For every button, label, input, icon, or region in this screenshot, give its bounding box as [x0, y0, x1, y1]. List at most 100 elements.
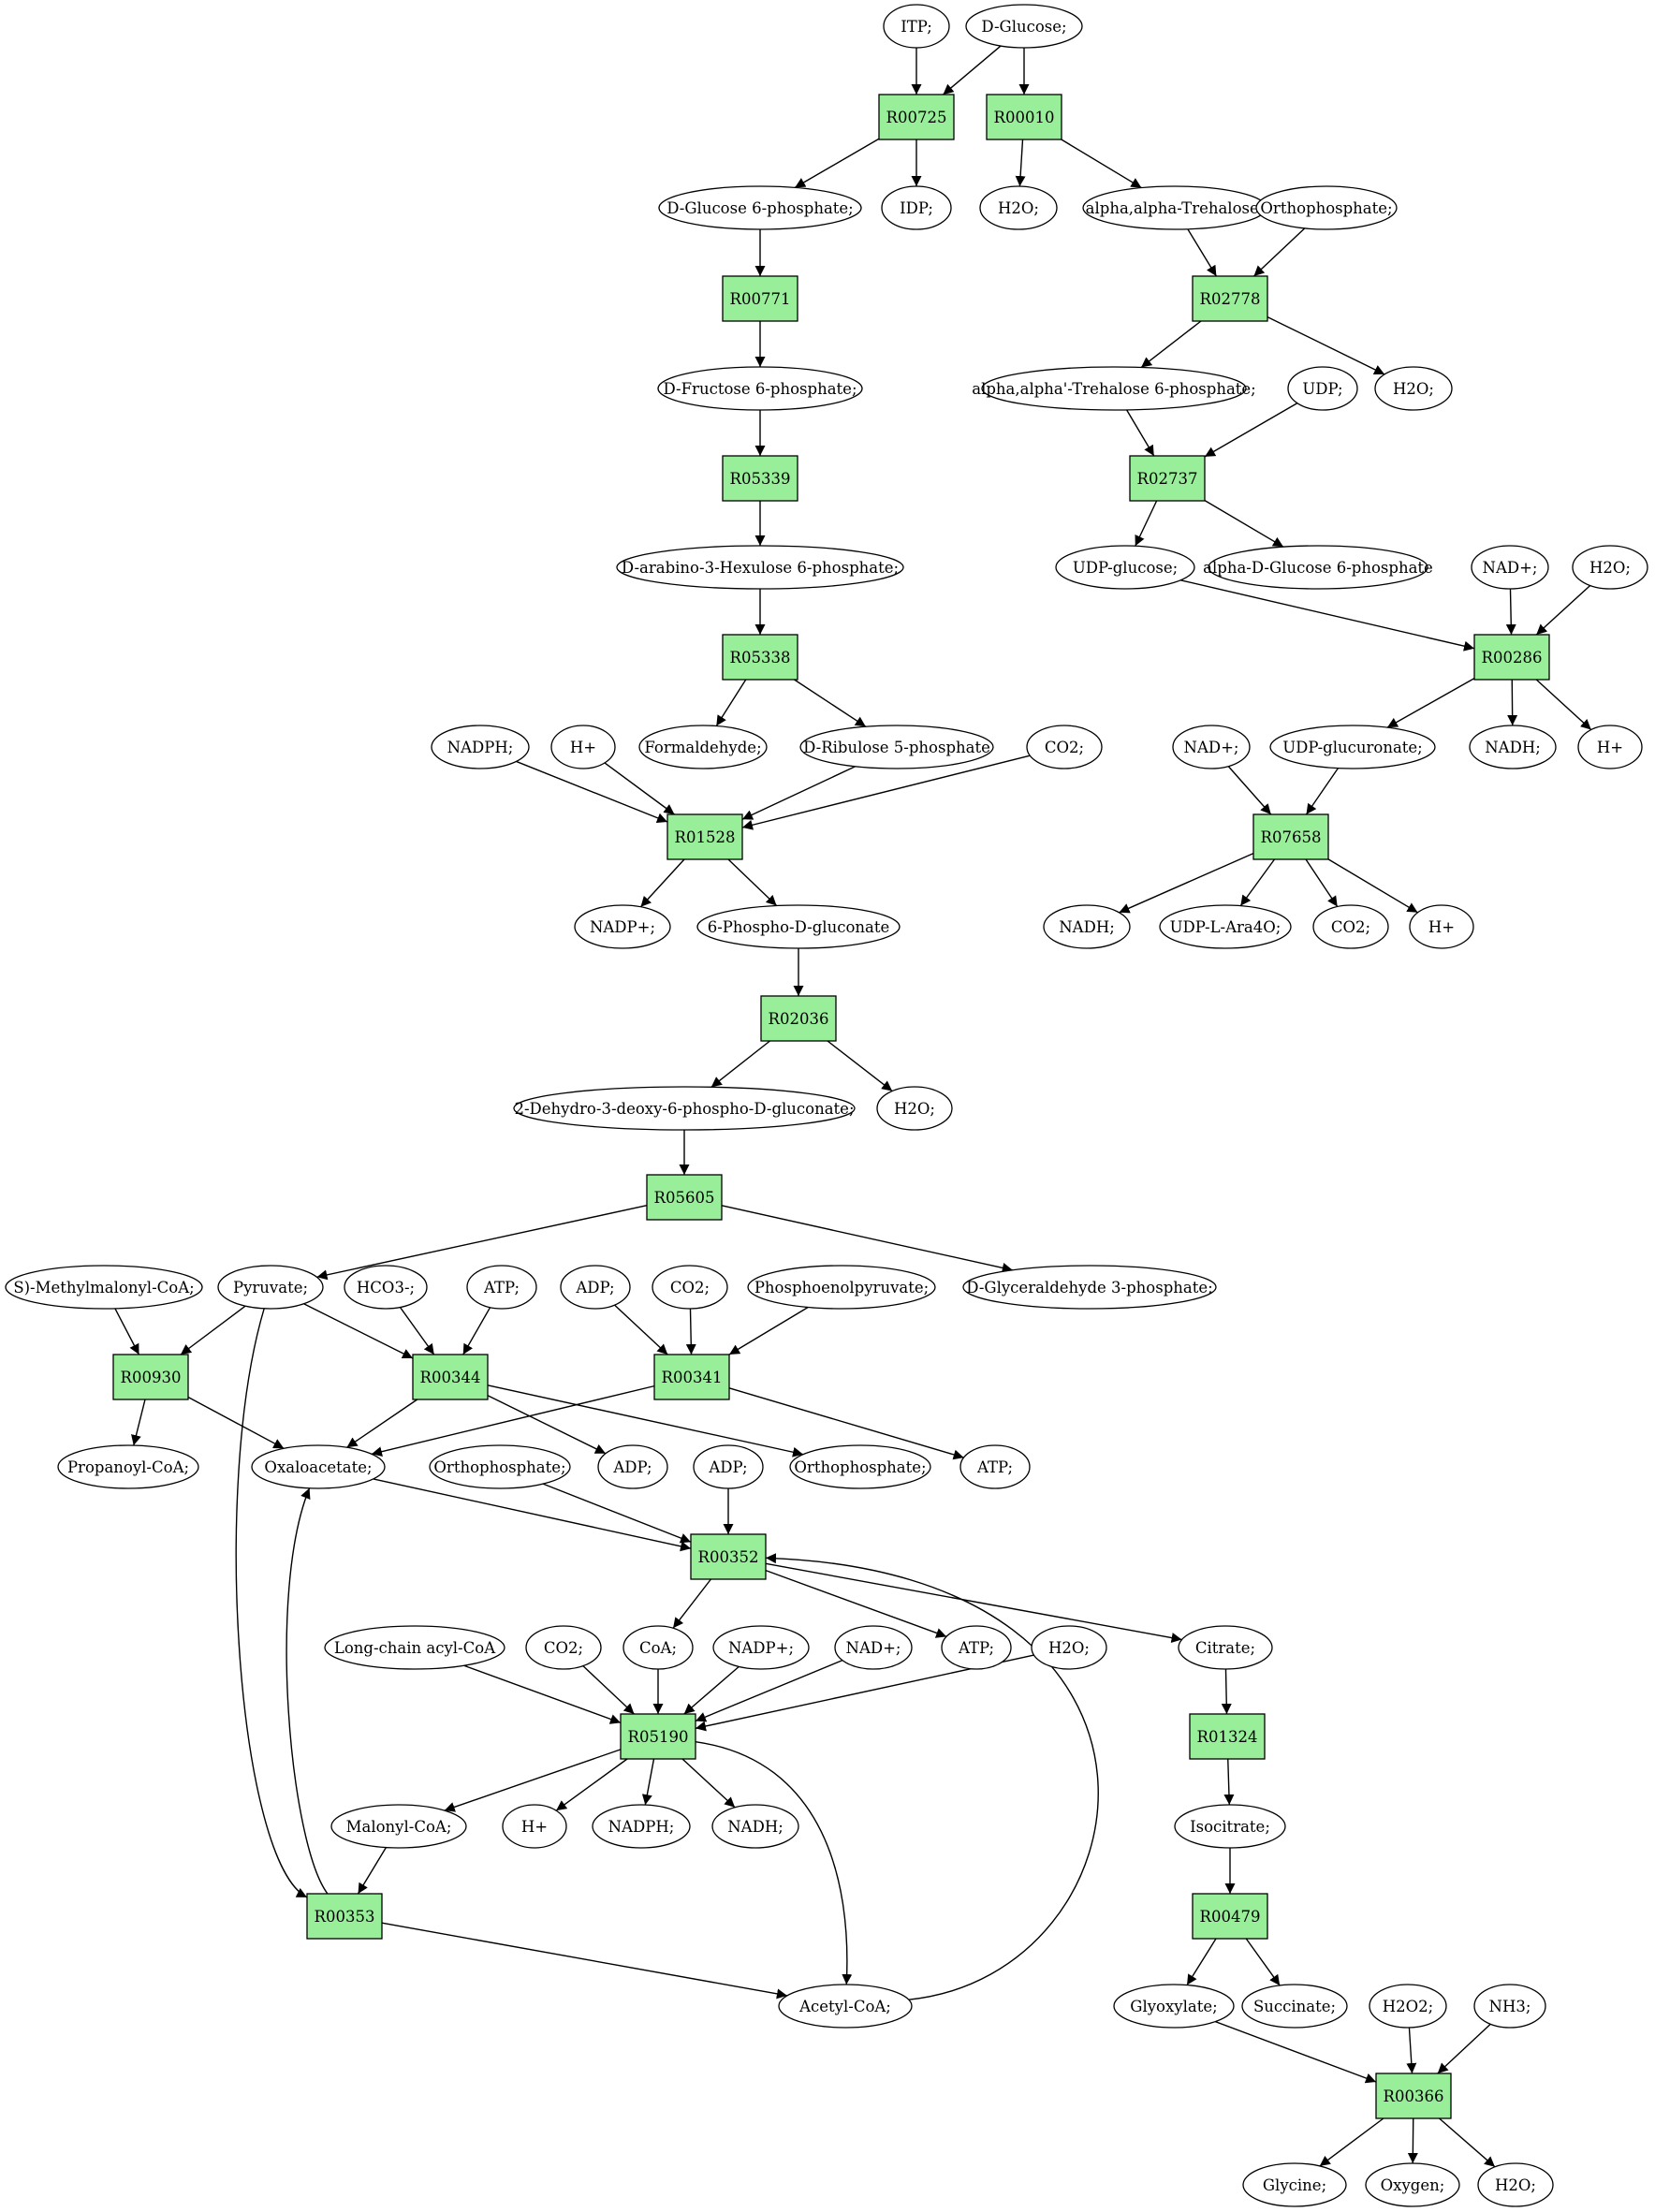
compound-node-coa[interactable]: CoA; — [622, 1625, 694, 1670]
compound-node-nh3[interactable]: NH3; — [1473, 1984, 1546, 2029]
reaction-node-r05339[interactable]: R05339 — [722, 455, 798, 502]
compound-node-g6p[interactable]: D-Glucose 6-phosphate; — [658, 185, 862, 230]
compound-node-hco3[interactable]: HCO3-; — [344, 1265, 428, 1310]
reaction-node-r00286[interactable]: R00286 — [1473, 634, 1550, 681]
compound-node-h2o_4[interactable]: H2O; — [876, 1086, 953, 1131]
compound-node-h2o2[interactable]: H2O2; — [1369, 1984, 1447, 2029]
reaction-node-r07658[interactable]: R07658 — [1252, 813, 1329, 860]
compound-node-atp_1[interactable]: ATP; — [466, 1265, 537, 1310]
compound-node-udpglucose[interactable]: UDP-glucose; — [1055, 545, 1195, 590]
reaction-node-r00353[interactable]: R00353 — [306, 1893, 383, 1940]
reaction-node-r05190[interactable]: R05190 — [620, 1713, 696, 1760]
compound-node-co2_2[interactable]: CO2; — [1312, 904, 1389, 949]
compound-node-oxygen[interactable]: Oxygen; — [1365, 2162, 1460, 2207]
compound-node-orthophos_2[interactable]: Orthophosphate; — [429, 1444, 571, 1489]
compound-node-adp_1[interactable]: ADP; — [560, 1265, 631, 1310]
node-shape — [1113, 1984, 1235, 2029]
node-label: NADP+; — [590, 918, 655, 936]
compound-node-hplus_1[interactable]: H+ — [550, 725, 616, 769]
compound-node-nadh_2[interactable]: NADH; — [1043, 904, 1131, 949]
reaction-node-r02778[interactable]: R02778 — [1192, 275, 1268, 322]
compound-node-nadph_1[interactable]: NADPH; — [431, 725, 530, 769]
node-shape — [251, 1444, 386, 1489]
reaction-node-r05338[interactable]: R05338 — [722, 634, 798, 681]
compound-node-h2o_3[interactable]: H2O; — [1572, 545, 1648, 590]
reaction-node-r00344[interactable]: R00344 — [412, 1354, 489, 1400]
compound-node-malonyl[interactable]: Malonyl-CoA; — [330, 1804, 467, 1849]
compound-node-udp[interactable]: UDP; — [1287, 366, 1358, 411]
compound-node-co2_3[interactable]: CO2; — [652, 1265, 728, 1310]
reaction-node-r02036[interactable]: R02036 — [760, 995, 837, 1042]
compound-node-h2o_1[interactable]: H2O; — [979, 185, 1058, 230]
compound-node-co2_4[interactable]: CO2; — [525, 1625, 602, 1670]
compound-node-orthophos_1[interactable]: Orthophosphate; — [1255, 185, 1398, 230]
compound-node-hex6p[interactable]: D-arabino-3-Hexulose 6-phosphate; — [616, 545, 904, 590]
compound-node-gap[interactable]: D-Glyceraldehyde 3-phosphate; — [962, 1265, 1217, 1310]
reaction-node-r01528[interactable]: R01528 — [666, 813, 743, 860]
reaction-node-r00352[interactable]: R00352 — [690, 1533, 767, 1580]
compound-node-h2o_5[interactable]: H2O; — [1031, 1625, 1107, 1670]
reaction-node-r01324[interactable]: R01324 — [1189, 1713, 1266, 1760]
compound-node-ag6p[interactable]: alpha-D-Glucose 6-phosphate — [1203, 545, 1433, 590]
compound-node-oxaloacetate[interactable]: Oxaloacetate; — [251, 1444, 386, 1489]
node-label: R00725 — [886, 109, 947, 126]
compound-node-phosphogluconate[interactable]: 6-Phospho-D-gluconate — [696, 904, 901, 949]
compound-node-atp_3[interactable]: ATP; — [941, 1625, 1012, 1670]
compound-node-adp_3[interactable]: ADP; — [693, 1444, 764, 1489]
node-label: CO2; — [1331, 918, 1370, 936]
compound-node-glycine[interactable]: Glycine; — [1242, 2162, 1347, 2207]
compound-node-succinate[interactable]: Succinate; — [1241, 1984, 1348, 2029]
compound-node-nadplus_2[interactable]: NAD+; — [1172, 725, 1251, 769]
reaction-node-r00771[interactable]: R00771 — [722, 275, 798, 322]
compound-node-co2_1[interactable]: CO2; — [1026, 725, 1103, 769]
compound-node-nadh_3[interactable]: NADH; — [711, 1804, 799, 1849]
compound-node-pyruvate[interactable]: Pyruvate; — [217, 1265, 324, 1310]
compound-node-idp[interactable]: IDP; — [881, 185, 952, 230]
compound-node-hplus_3[interactable]: H+ — [1409, 904, 1474, 949]
compound-node-citrate[interactable]: Citrate; — [1178, 1625, 1273, 1670]
reaction-node-r00930[interactable]: R00930 — [112, 1354, 189, 1400]
node-label: D-Glyceraldehyde 3-phosphate; — [966, 1279, 1212, 1296]
compound-node-orthophos_3[interactable]: Orthophosphate; — [789, 1444, 931, 1489]
reaction-node-r05605[interactable]: R05605 — [646, 1174, 723, 1221]
compound-node-nadpplus_1[interactable]: NADP+; — [574, 904, 671, 949]
reaction-node-r00341[interactable]: R00341 — [653, 1354, 730, 1400]
compound-node-h2o_2[interactable]: H2O; — [1374, 366, 1453, 411]
compound-node-f6p[interactable]: D-Fructose 6-phosphate; — [657, 366, 863, 411]
compound-node-kdpg[interactable]: 2-Dehydro-3-deoxy-6-phospho-D-gluconate; — [513, 1086, 856, 1131]
compound-node-isocitrate[interactable]: Isocitrate; — [1174, 1804, 1286, 1849]
compound-node-methylmalonyl[interactable]: S)-Methylmalonyl-CoA; — [5, 1265, 203, 1310]
compound-node-formaldehyde[interactable]: Formaldehyde; — [638, 725, 768, 769]
node-shape — [217, 1265, 324, 1310]
compound-node-glyoxylate[interactable]: Glyoxylate; — [1113, 1984, 1235, 2029]
compound-node-ribulose5p[interactable]: D-Ribulose 5-phosphate — [799, 725, 994, 769]
reaction-node-r02737[interactable]: R02737 — [1129, 455, 1206, 502]
compound-node-nadph_2[interactable]: NADPH; — [592, 1804, 691, 1849]
compound-node-hplus_2[interactable]: H+ — [1577, 725, 1643, 769]
compound-node-t6p[interactable]: alpha,alpha'-Trehalose 6-phosphate; — [972, 366, 1256, 411]
edge-r02737-to-udpglucose — [1135, 500, 1158, 547]
reaction-node-r00479[interactable]: R00479 — [1192, 1893, 1268, 1940]
compound-node-udpglucuronate[interactable]: UDP-glucuronate; — [1269, 725, 1436, 769]
node-shape — [646, 1174, 723, 1221]
compound-node-nadplus_3[interactable]: NAD+; — [834, 1625, 913, 1670]
compound-node-trehalose[interactable]: alpha,alpha-Trehalose; — [1082, 185, 1267, 230]
compound-node-propanoyl[interactable]: Propanoyl-CoA; — [57, 1444, 199, 1489]
compound-node-adp_2[interactable]: ADP; — [597, 1444, 668, 1489]
reaction-node-r00366[interactable]: R00366 — [1375, 2073, 1452, 2119]
node-shape — [412, 1354, 489, 1400]
compound-node-acetylcoa[interactable]: Acetyl-CoA; — [778, 1984, 913, 2029]
compound-node-atp_2[interactable]: ATP; — [959, 1444, 1031, 1489]
compound-node-dglucose[interactable]: D-Glucose; — [965, 4, 1083, 49]
compound-node-h2o_6[interactable]: H2O; — [1477, 2162, 1554, 2207]
compound-node-hplus_4[interactable]: H+ — [502, 1804, 567, 1849]
compound-node-longchain[interactable]: Long-chain acyl-CoA — [324, 1625, 505, 1670]
compound-node-itp[interactable]: ITP; — [883, 4, 950, 49]
compound-node-nadpplus_2[interactable]: NADP+; — [712, 1625, 810, 1670]
compound-node-nadp_plus_1[interactable]: NAD+; — [1471, 545, 1549, 590]
compound-node-udplara4o[interactable]: UDP-L-Ara4O; — [1159, 904, 1292, 949]
reaction-node-r00725[interactable]: R00725 — [878, 94, 955, 140]
reaction-node-r00010[interactable]: R00010 — [986, 94, 1062, 140]
compound-node-pep[interactable]: Phosphoenolpyruvate; — [747, 1265, 936, 1310]
compound-node-nadh_1[interactable]: NADH; — [1469, 725, 1557, 769]
